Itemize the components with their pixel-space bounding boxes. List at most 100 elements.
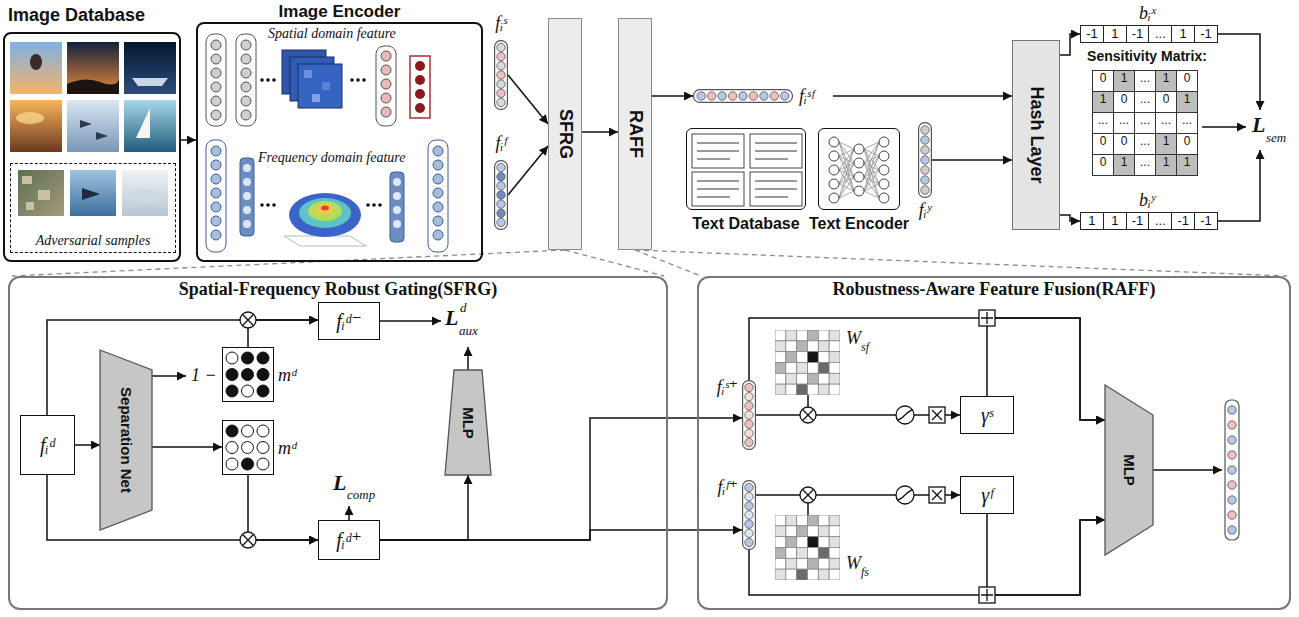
fused-vector: fᵢˢᶠ xyxy=(693,85,833,107)
encoder-illustration xyxy=(350,78,354,82)
label-text: Spatial domain feature xyxy=(268,26,396,42)
matrix-label: fs xyxy=(861,565,869,580)
node-text: fᵢᵈ⁻ xyxy=(319,309,379,333)
mask-dot xyxy=(257,352,269,364)
weight-cell xyxy=(797,515,808,526)
weight-cell xyxy=(818,548,829,559)
separation-net: Separation Net xyxy=(100,350,152,530)
weight-cell xyxy=(829,558,840,569)
weight-cell xyxy=(818,569,829,580)
output-vector xyxy=(1228,406,1236,414)
module-bar: RAFF xyxy=(618,18,652,250)
code-cell: -1 xyxy=(1171,213,1194,229)
connector xyxy=(508,146,548,195)
weight-cell xyxy=(775,537,786,548)
encoder-illustration xyxy=(211,110,221,120)
sensitivity-matrix: Sensitivity Matrix:01...1010...01.......… xyxy=(1079,48,1215,186)
weight-cell xyxy=(808,526,819,537)
text-encoder-illustration xyxy=(879,165,889,175)
vector-element xyxy=(697,92,705,100)
weight-cell xyxy=(786,330,797,341)
weight-cell xyxy=(786,373,797,384)
text-encoder-illustration xyxy=(829,165,839,175)
matrix-cell: ... xyxy=(1113,112,1135,134)
output-vector xyxy=(1228,466,1236,474)
encoder-illustration xyxy=(390,172,404,242)
adversarial-images xyxy=(18,170,168,216)
encoder-illustration xyxy=(240,158,254,236)
text-encoder-illustration xyxy=(854,158,864,168)
node-text: Image Database xyxy=(8,5,145,26)
encoder-illustration xyxy=(289,193,361,237)
weight-cell xyxy=(808,558,819,569)
vector-label: fᵢʸ xyxy=(919,200,931,221)
database-images xyxy=(67,100,119,152)
database-images xyxy=(10,42,62,94)
vector-element xyxy=(745,529,753,537)
vector-label: fᵢˢ xyxy=(495,13,507,34)
encoder-illustration xyxy=(211,202,221,212)
code-cell: -1 xyxy=(1194,26,1217,42)
connector xyxy=(380,418,742,540)
matrix-cell: ... xyxy=(1134,154,1156,176)
node-text: γˢ xyxy=(961,404,1013,427)
encoder-illustration xyxy=(236,34,256,126)
encoder-illustration xyxy=(211,68,221,78)
output-vector xyxy=(1228,496,1236,504)
mask-dot xyxy=(226,369,238,381)
mask-dot xyxy=(257,369,269,381)
encoder-illustration xyxy=(241,110,251,120)
encoder-illustration xyxy=(381,107,391,117)
weight-cell xyxy=(818,526,829,537)
vector-label: fᵢᶠ⁺ xyxy=(718,476,738,498)
weight-cell xyxy=(808,548,819,559)
feature-vector: fᵢˢ⁺ xyxy=(742,380,756,450)
operator-symbols xyxy=(897,490,913,500)
node-text: Robustness-Aware Feature Fusion(RAFF) xyxy=(699,279,1289,300)
encoder-illustration xyxy=(433,160,443,170)
database-images xyxy=(124,42,176,94)
matrix-cell: ... xyxy=(1134,70,1156,92)
label-text: L xyxy=(1252,112,1265,138)
database-images xyxy=(136,108,150,138)
mask-box: mᵈ xyxy=(222,420,274,475)
weight-cell xyxy=(775,373,786,384)
vector-element xyxy=(497,182,505,190)
feature-box: fᵢᵈ xyxy=(20,415,75,475)
matrix-cell: ... xyxy=(1134,91,1156,113)
vector-element xyxy=(497,98,505,106)
operator-symbols xyxy=(932,490,942,500)
weight-cell xyxy=(775,330,786,341)
weight-cell xyxy=(775,341,786,352)
weight-cell xyxy=(797,537,808,548)
vector-element xyxy=(921,136,929,144)
vector-element xyxy=(707,92,715,100)
database-images xyxy=(10,100,62,152)
feature-box: fᵢᵈ⁻ xyxy=(318,302,380,340)
vector-shape xyxy=(742,380,756,450)
leader-arrows xyxy=(375,320,441,322)
vector-outline xyxy=(743,481,756,550)
vector-shape xyxy=(693,89,793,103)
database-panel: Image DatabaseAdversarial samples xyxy=(3,32,181,262)
encoder-illustration xyxy=(433,188,443,198)
operator-symbols xyxy=(897,410,913,420)
connector xyxy=(582,131,618,133)
encoder-illustration xyxy=(241,82,251,92)
weight-cell xyxy=(818,341,829,352)
operator-symbols xyxy=(800,407,816,423)
operator-symbols xyxy=(802,489,813,500)
code-cell: -1 xyxy=(1126,213,1149,229)
operator-symbols xyxy=(240,532,256,548)
sfrg-panel: Spatial-Frequency Robust Gating(SFRG)fᵢᵈ… xyxy=(8,276,668,610)
encoder-illustration xyxy=(243,164,251,172)
weight-cell xyxy=(786,526,797,537)
encoder-illustration xyxy=(393,220,401,228)
node-text: Hash Layer xyxy=(1026,86,1047,183)
text-database-illustration xyxy=(697,143,797,197)
encoder-illustration xyxy=(393,178,401,186)
code-cell: ... xyxy=(1148,213,1171,229)
matrix-cell: 0 xyxy=(1092,133,1114,155)
vector-element xyxy=(497,209,505,217)
matrix-cell: 1 xyxy=(1176,154,1198,176)
